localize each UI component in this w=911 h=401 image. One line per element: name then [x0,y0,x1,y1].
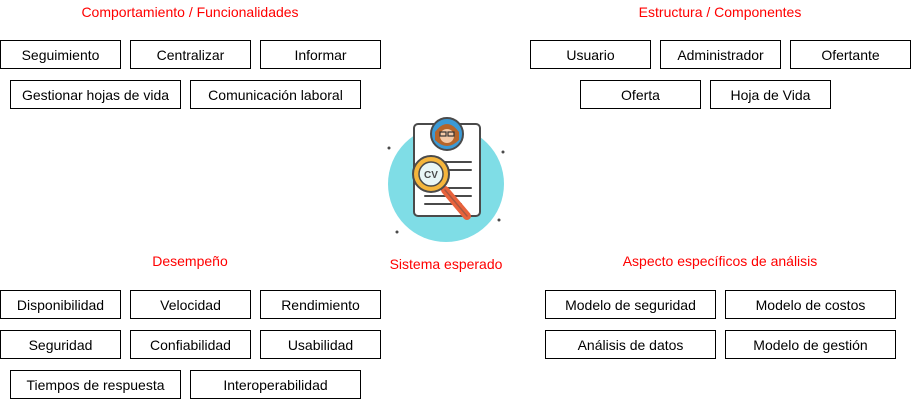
cv-badge: CV [424,170,438,181]
behavior-item-seguimiento: Seguimiento [0,40,121,69]
behavior-item-informar: Informar [260,40,381,69]
analysis-item-gestion: Modelo de gestión [725,330,896,359]
behavior-item-centralizar: Centralizar [130,40,251,69]
performance-item-interoperabilidad: Interoperabilidad [190,370,361,399]
center-label: Sistema esperado [389,256,503,272]
magnifier-handle [441,186,471,220]
analysis-heading: Aspecto específicos de análisis [622,253,818,269]
performance-item-velocidad: Velocidad [130,290,251,319]
behavior-item-gestionar: Gestionar hojas de vida [10,80,181,109]
performance-item-disponibilidad: Disponibilidad [0,290,121,319]
analysis-item-costos: Modelo de costos [725,290,896,319]
performance-item-tiempos: Tiempos de respuesta [10,370,181,399]
performance-item-seguridad: Seguridad [0,330,121,359]
structure-item-hoja-de-vida: Hoja de Vida [710,80,831,109]
structure-item-ofertante: Ofertante [790,40,911,69]
performance-item-rendimiento: Rendimiento [260,290,381,319]
analysis-item-seguridad: Modelo de seguridad [545,290,716,319]
structure-item-administrador: Administrador [660,40,781,69]
structure-heading: Estructura / Componentes [638,4,802,20]
analysis-item-datos: Análisis de datos [545,330,716,359]
structure-item-usuario: Usuario [530,40,651,69]
performance-item-usabilidad: Usabilidad [260,330,381,359]
behavior-heading: Comportamiento / Funcionalidades [81,4,299,20]
cv-magnifier-icon: CV [387,117,505,242]
performance-heading: Desempeño [152,253,228,269]
performance-item-confiabilidad: Confiabilidad [130,330,251,359]
structure-item-oferta: Oferta [580,80,701,109]
behavior-item-comunicacion: Comunicación laboral [190,80,361,109]
